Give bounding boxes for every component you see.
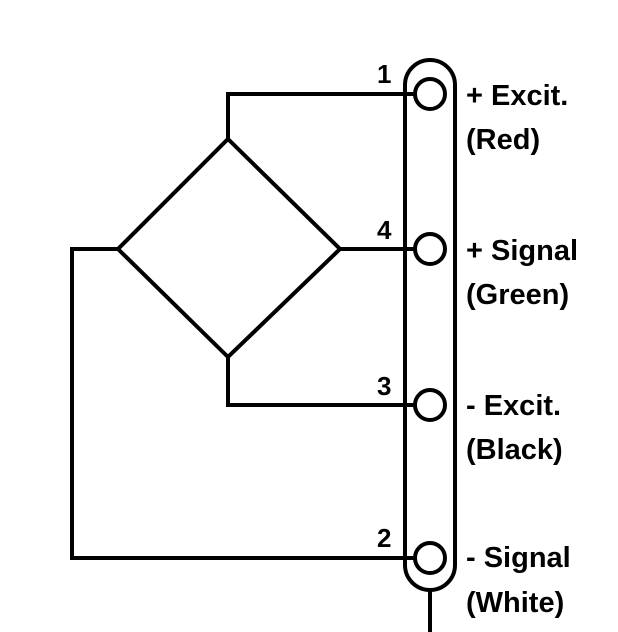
pin-number: 2	[377, 523, 391, 553]
connector-body	[403, 58, 457, 592]
pin-number: 3	[377, 371, 391, 401]
terminal-name-label: - Signal	[466, 542, 571, 574]
terminal-name-label: + Signal	[466, 235, 578, 267]
terminal-color-label: (Green)	[466, 279, 569, 311]
pin-number: 1	[377, 59, 391, 89]
terminal-1-circle	[413, 77, 447, 111]
terminal-3-circle	[413, 388, 447, 422]
pin-number: 4	[377, 215, 392, 245]
wire-excitation-positive	[226, 92, 430, 139]
terminal-2-circle	[413, 541, 447, 575]
wire-excitation-negative	[226, 357, 430, 407]
terminal-color-label: (White)	[466, 587, 564, 619]
terminal-4-circle	[413, 232, 447, 266]
terminal-color-label: (Black)	[466, 434, 563, 466]
terminal-name-label: + Excit.	[466, 80, 568, 112]
terminal-color-label: (Red)	[466, 124, 540, 156]
wire-signal-negative	[70, 247, 430, 560]
terminal-name-label: - Excit.	[466, 390, 561, 422]
bridge-diamond	[115, 136, 343, 360]
